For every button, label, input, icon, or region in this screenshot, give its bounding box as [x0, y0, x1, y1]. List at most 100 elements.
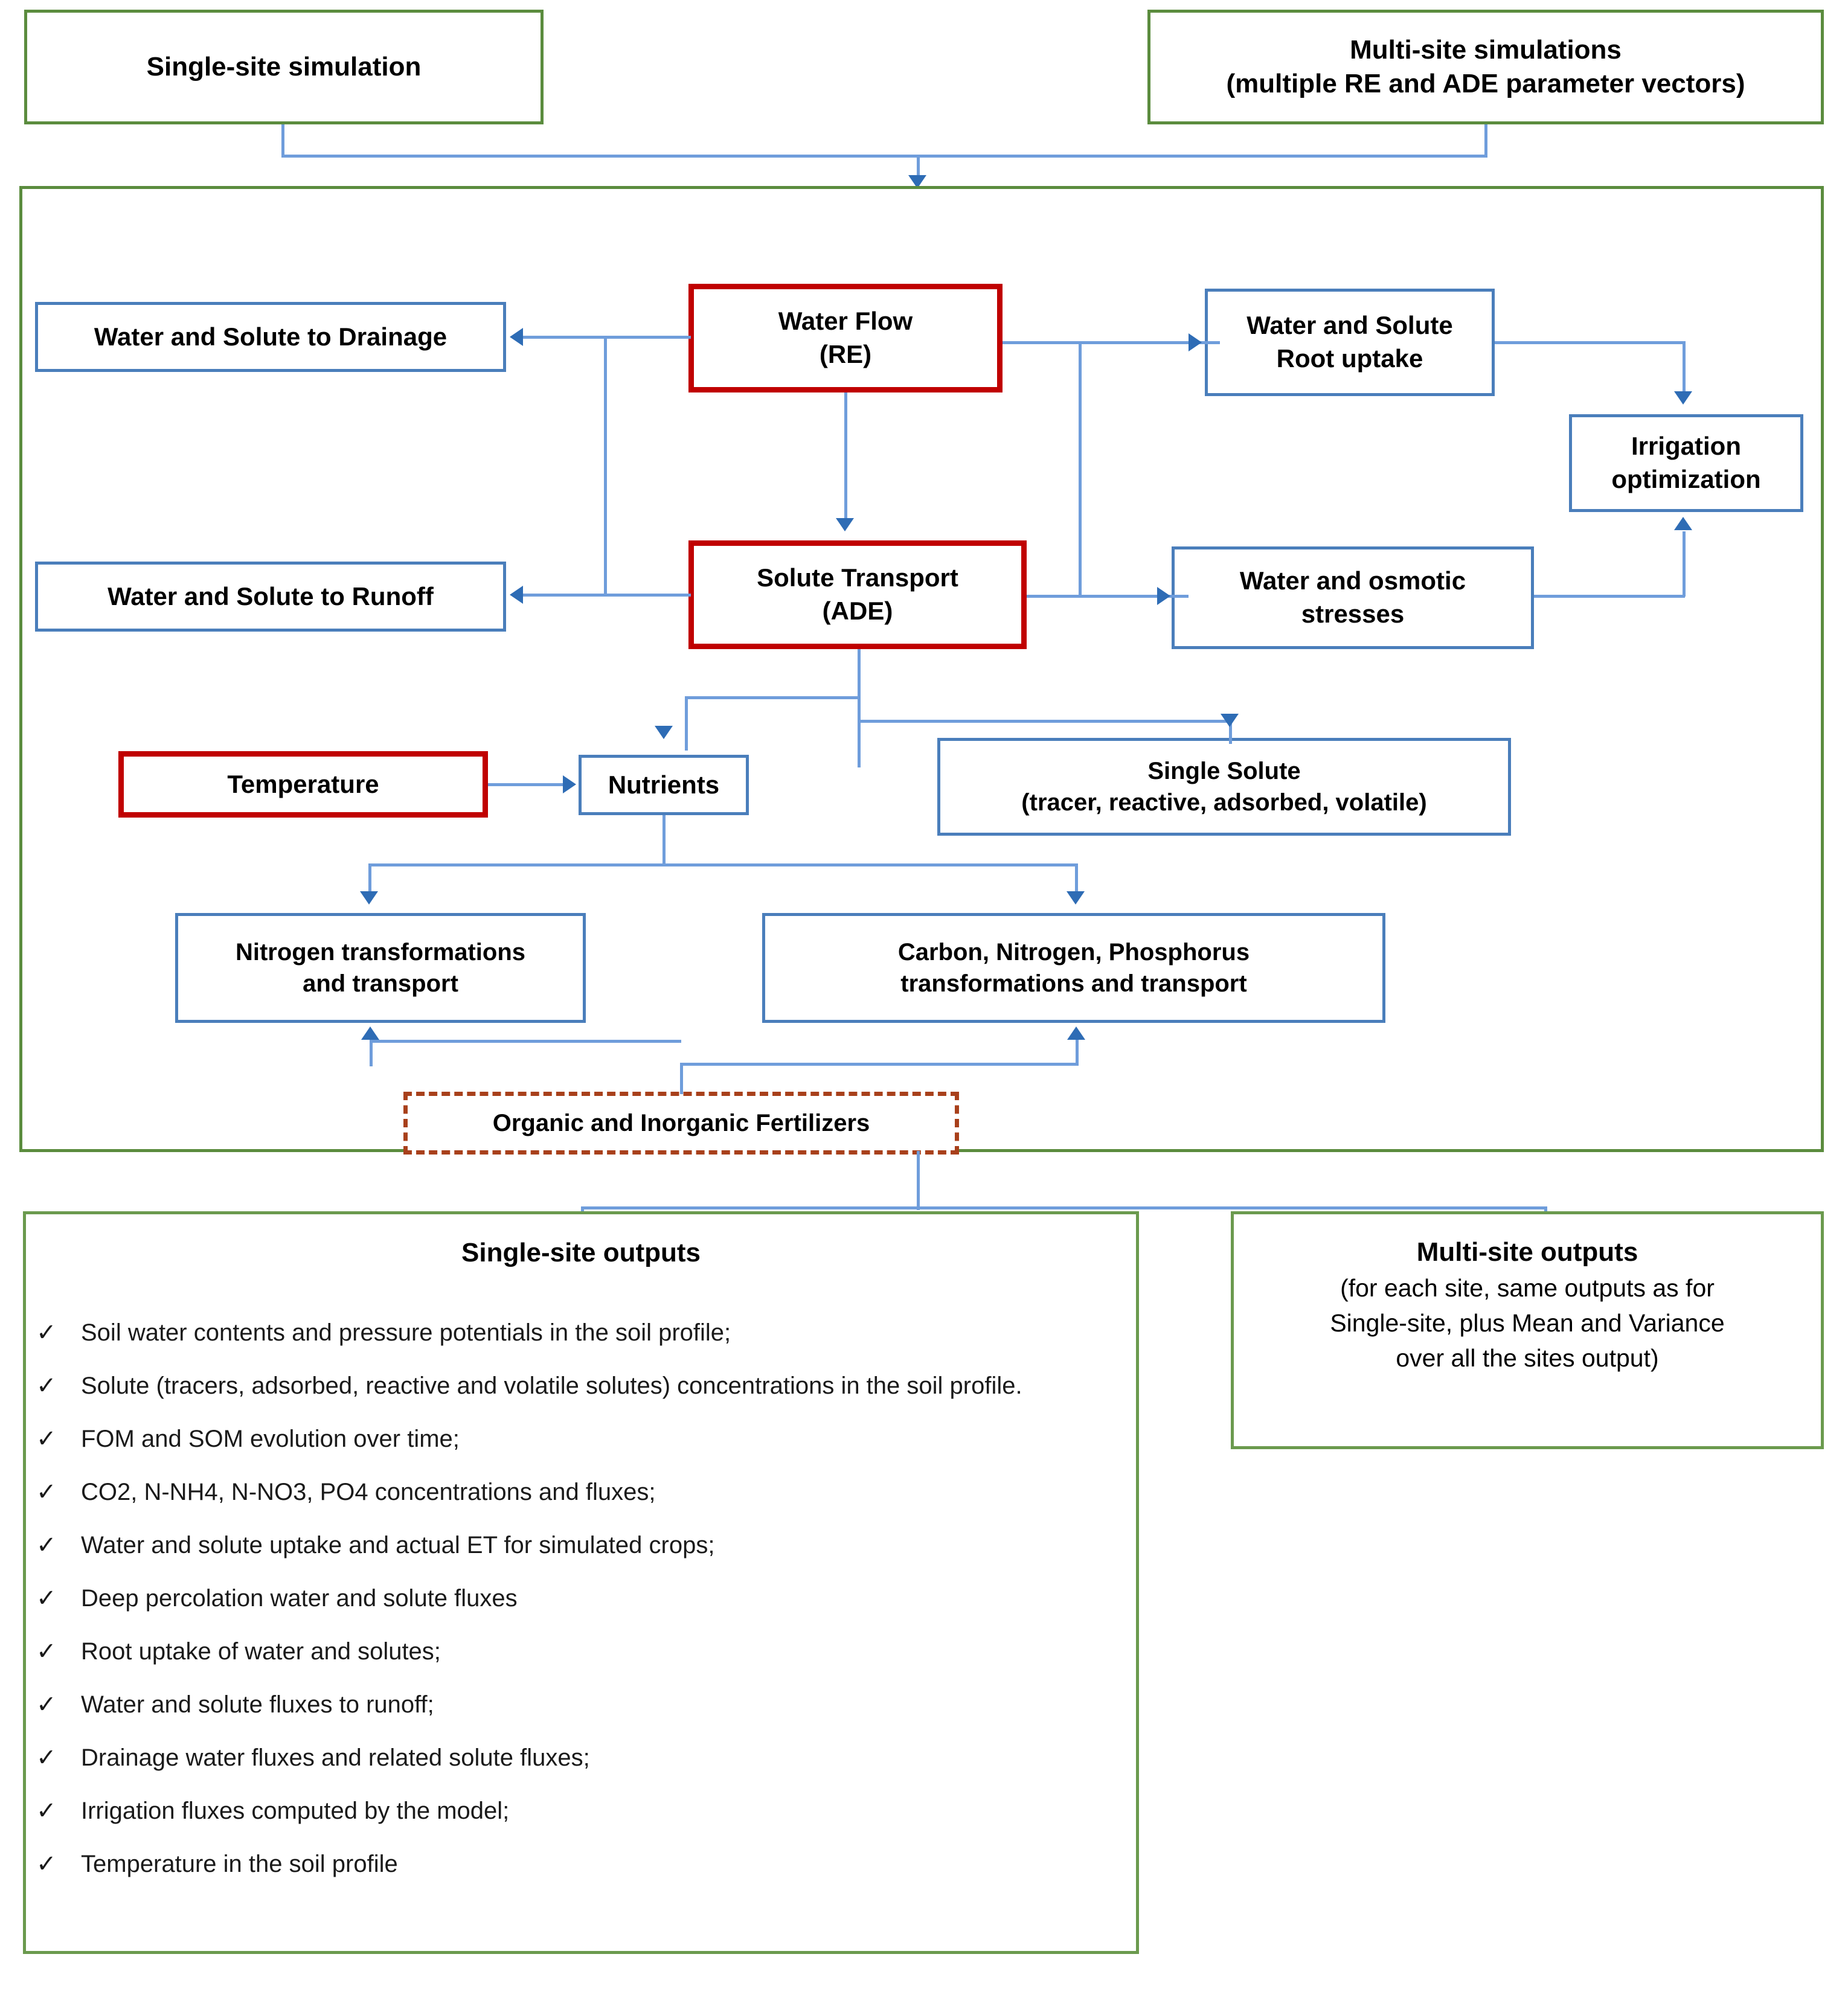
- connector-waterflow-to-solute: [844, 392, 847, 522]
- node-label-line2: (ADE): [822, 597, 893, 625]
- node-label-line2: stresses: [1301, 600, 1405, 628]
- list-item-text: Drainage water fluxes and related solute…: [81, 1744, 590, 1771]
- connector-stresses-to-irrigation: [1534, 595, 1685, 598]
- node-label-line1: Carbon, Nitrogen, Phosphorus: [897, 939, 1250, 966]
- connector-nutrients-split: [368, 863, 1078, 866]
- connector-waterflow-to-rootuptake: [1003, 341, 1220, 344]
- connector-solute-to-stresses: [1027, 595, 1189, 598]
- connector-waterflow-left-branch: [604, 336, 607, 595]
- connector-to-nitrogen-vert: [368, 863, 371, 895]
- arrow-into-nitrogen-bottom: [361, 1027, 379, 1040]
- multi-site-desc-line2: Single-site, plus Mean and Variance: [1330, 1309, 1725, 1337]
- connector-solute-split-right: [858, 720, 1232, 723]
- arrow-into-nutrients-left: [563, 775, 576, 793]
- node-label-line2: transformations and transport: [900, 970, 1247, 997]
- arrow-into-root-uptake: [1189, 333, 1202, 351]
- node-label-line1: Water and osmotic: [1239, 566, 1466, 595]
- node-water-flow-re[interactable]: Water Flow (RE): [688, 284, 1003, 392]
- node-label-line2: (multiple RE and ADE parameter vectors): [1226, 69, 1745, 98]
- single-site-outputs-title: Single-site outputs: [23, 1235, 1139, 1271]
- node-label-line2: optimization: [1611, 465, 1761, 493]
- arrow-into-drainage: [510, 328, 523, 346]
- node-label-line1: Solute Transport: [757, 563, 958, 592]
- node-water-solute-root-uptake[interactable]: Water and Solute Root uptake: [1205, 289, 1495, 396]
- node-label-line2: (tracer, reactive, adsorbed, volatile): [1021, 789, 1427, 816]
- connector-waterflow-right-branch: [1079, 341, 1082, 595]
- connector-fertilizers-split-left: [370, 1040, 681, 1043]
- connector-temperature-to-nutrients: [488, 783, 565, 786]
- node-label-line2: (RE): [819, 340, 872, 368]
- node-label-line2: and transport: [303, 970, 458, 997]
- list-item: ✓ Soil water contents and pressure poten…: [36, 1316, 1099, 1349]
- arrow-into-cnp: [1067, 891, 1085, 905]
- check-icon: ✓: [36, 1851, 57, 1877]
- node-label-line2: Root uptake: [1276, 344, 1423, 373]
- node-label: Water and Solute to Runoff: [107, 581, 434, 610]
- list-item-text: Deep percolation water and solute fluxes: [81, 1585, 518, 1612]
- check-icon: ✓: [36, 1532, 57, 1558]
- multi-site-desc-line3: over all the sites output): [1396, 1344, 1659, 1372]
- panel-multi-site-outputs: Multi-site outputs (for each site, same …: [1231, 1211, 1824, 1449]
- multi-site-desc-line1: (for each site, same outputs as for: [1340, 1273, 1715, 1302]
- check-icon: ✓: [36, 1691, 57, 1718]
- list-item: ✓ Drainage water fluxes and related solu…: [36, 1741, 1099, 1774]
- list-item: ✓ FOM and SOM evolution over time;: [36, 1423, 1099, 1455]
- node-irrigation-optimization[interactable]: Irrigation optimization: [1569, 414, 1803, 512]
- list-item-text: Temperature in the soil profile: [81, 1851, 398, 1877]
- arrow-into-runoff: [510, 586, 523, 604]
- connector-to-singlesolute-vert: [1229, 720, 1232, 744]
- connector-solute-split-left: [685, 696, 860, 699]
- arrow-into-solute-transport: [836, 518, 854, 531]
- list-item-text: Water and solute fluxes to runoff;: [81, 1691, 434, 1718]
- connector-join-to-main: [917, 155, 920, 184]
- connector-waterflow-to-drainage: [523, 336, 691, 339]
- connector-fertilizers-up-stem: [680, 1063, 683, 1094]
- list-item: ✓ CO2, N-NH4, N-NO3, PO4 concentrations …: [36, 1476, 1099, 1508]
- node-nitrogen-transformations[interactable]: Nitrogen transformations and transport: [175, 913, 586, 1023]
- node-label: Nutrients: [608, 770, 720, 799]
- node-water-solute-runoff[interactable]: Water and Solute to Runoff: [35, 562, 506, 632]
- check-icon: ✓: [36, 1479, 57, 1505]
- connector-outputs-split: [581, 1206, 1547, 1209]
- node-water-osmotic-stresses[interactable]: Water and osmotic stresses: [1172, 546, 1534, 649]
- node-temperature[interactable]: Temperature: [118, 751, 488, 818]
- node-label-line1: Water and Solute: [1246, 311, 1453, 340]
- check-icon: ✓: [36, 1372, 57, 1399]
- check-icon: ✓: [36, 1426, 57, 1452]
- connector-inputs-join: [281, 155, 1487, 158]
- node-label: Temperature: [227, 769, 379, 798]
- node-single-site-simulation[interactable]: Single-site simulation: [24, 10, 544, 124]
- connector-stresses-vert: [1683, 531, 1686, 597]
- list-item-text: Water and solute uptake and actual ET fo…: [81, 1532, 715, 1558]
- node-organic-inorganic-fertilizers[interactable]: Organic and Inorganic Fertilizers: [403, 1092, 959, 1155]
- connector-to-nutrients-vert: [685, 696, 688, 751]
- node-solute-transport-ade[interactable]: Solute Transport (ADE): [688, 540, 1027, 649]
- node-label: Water and Solute to Drainage: [94, 322, 448, 351]
- connector-solute-down-stem: [858, 649, 861, 767]
- node-nutrients[interactable]: Nutrients: [579, 755, 749, 815]
- node-label-line1: Single Solute: [1147, 758, 1301, 784]
- node-label-line1: Nitrogen transformations: [235, 939, 526, 966]
- check-icon: ✓: [36, 1638, 57, 1665]
- node-multi-site-simulations[interactable]: Multi-site simulations (multiple RE and …: [1147, 10, 1824, 124]
- panel-title-text: Multi-site outputs: [1416, 1237, 1638, 1267]
- panel-single-site-outputs: [23, 1211, 1139, 1954]
- connector-to-cnp-vert: [1075, 863, 1078, 895]
- connector-solute-to-runoff: [523, 594, 691, 597]
- node-water-solute-drainage[interactable]: Water and Solute to Drainage: [35, 302, 506, 372]
- list-item: ✓ Water and solute fluxes to runoff;: [36, 1688, 1099, 1721]
- list-item: ✓ Temperature in the soil profile: [36, 1848, 1099, 1880]
- arrow-into-irrigation-bottom: [1674, 517, 1692, 530]
- arrow-into-stresses: [1157, 587, 1170, 605]
- arrow-into-irrigation-top: [1674, 391, 1692, 405]
- check-icon: ✓: [36, 1798, 57, 1824]
- node-cnp-transformations[interactable]: Carbon, Nitrogen, Phosphorus transformat…: [762, 913, 1385, 1023]
- connector-fertilizers-to-cnp: [1076, 1040, 1079, 1064]
- connector-single-site-down: [281, 124, 284, 156]
- list-item-text: Root uptake of water and solutes;: [81, 1638, 441, 1665]
- list-item: ✓ Deep percolation water and solute flux…: [36, 1582, 1099, 1615]
- node-label-line1: Multi-site simulations: [1350, 34, 1622, 65]
- list-item-text: Irrigation fluxes computed by the model;: [81, 1798, 510, 1824]
- node-single-solute[interactable]: Single Solute (tracer, reactive, adsorbe…: [937, 738, 1511, 836]
- list-item-text: FOM and SOM evolution over time;: [81, 1426, 460, 1452]
